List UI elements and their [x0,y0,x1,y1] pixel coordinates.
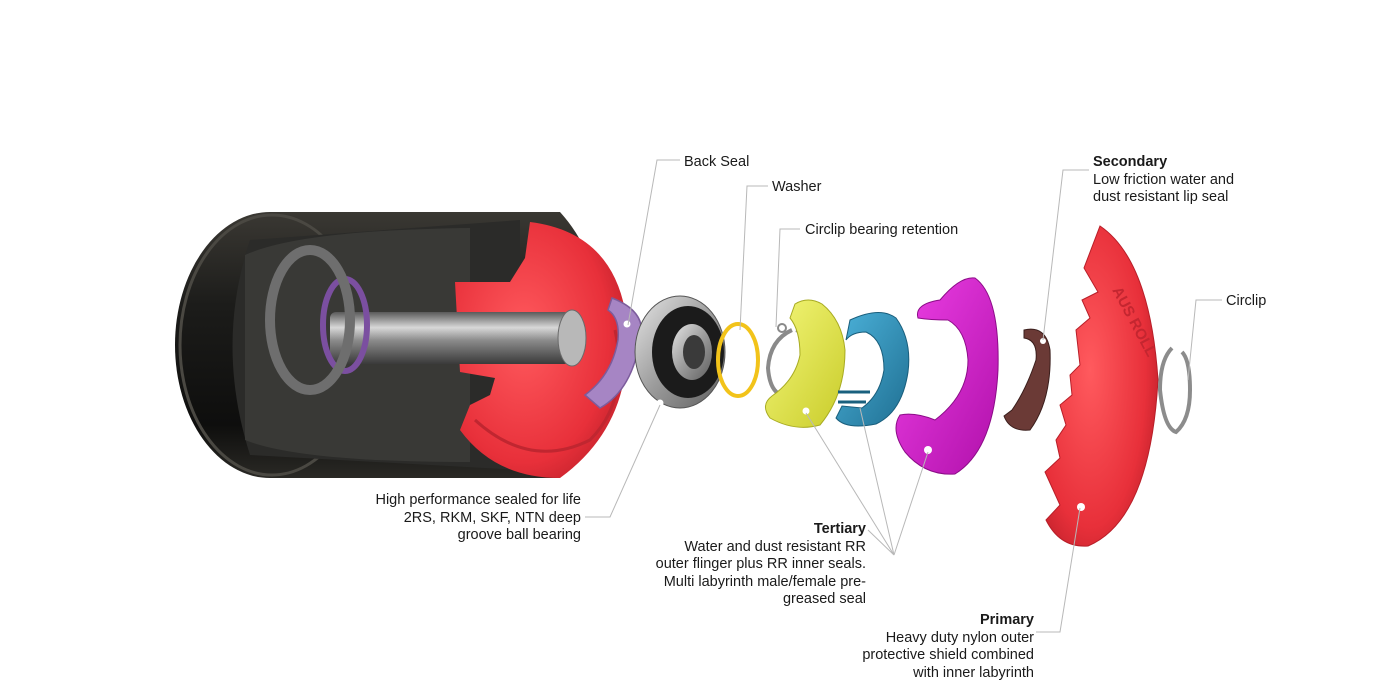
tertiary-line: greased seal [782,591,866,607]
leader-bearing [585,404,661,518]
bearing-line: High performance sealed for life [375,492,581,508]
label-primary: Primary Heavy duty nylon outer protectiv… [862,612,1034,682]
circlip-retention-eye [777,323,787,333]
shaft [330,312,570,364]
leader-primary [1036,507,1081,633]
magenta-seal-marker-dot [924,446,932,454]
circlip-text: Circlip [1226,293,1267,309]
primary-shield-marker-dot [1077,503,1085,511]
secondary-seal-marker-dot [1040,338,1046,344]
tertiary-line: Water and dust resistant RR [684,538,866,555]
primary-line: with inner labyrinth [913,664,1034,681]
label-circlip: Circlip [1226,293,1266,311]
primary-line: Heavy duty nylon outer [885,629,1034,646]
circlip-retention-text: Circlip bearing retention [805,222,959,238]
secondary-lip-seal [1003,328,1051,431]
label-secondary: Secondary Low friction water and dust re… [1093,154,1234,207]
tertiary-line: outer flinger plus RR inner seals. [655,556,866,572]
primary-title: Primary [979,612,1034,628]
roller-assembly [175,212,628,478]
ball-bearing [634,295,726,409]
secondary-line: Low friction water and [1093,171,1235,188]
secondary-line: dust resistant lip seal [1093,189,1229,205]
label-tertiary: Tertiary Water and dust resistant RR out… [656,521,866,609]
blue-flinger-labyrinth [838,390,870,404]
inner-bearing [265,245,355,395]
label-bearing: High performance sealed for life 2RS, RK… [375,492,581,545]
label-circlip-retention: Circlip bearing retention [805,222,958,240]
tertiary-line: Multi labyrinth male/female pre- [663,573,866,590]
leader-lines [585,159,1222,633]
back-seal-text: Back Seal [684,154,750,170]
bearing-line: groove ball bearing [457,527,581,543]
secondary-title: Secondary [1093,154,1168,170]
tertiary-magenta-seal [895,277,999,475]
bearing-line: 2RS, RKM, SKF, NTN deep [403,509,581,526]
primary-line: protective shield combined [862,647,1034,663]
leader-tertiary [805,407,929,556]
tertiary-blue-flinger [835,312,910,427]
washer [716,322,760,398]
bearing-marker-dot [656,399,664,407]
back-seal-hole [623,320,631,328]
primary-nylon-shield: AUS ROLL [1044,225,1159,547]
shaft-end [557,309,587,367]
leader-circlip [1187,299,1222,381]
tertiary-yellow-seal [765,299,846,428]
label-back-seal: Back Seal [684,154,749,172]
tertiary-title: Tertiary [813,521,866,537]
leader-back-seal [627,159,680,326]
leader-washer [739,185,768,331]
leader-circlip-retention [775,228,800,328]
washer-text: Washer [772,179,822,195]
end-circlip [1157,346,1193,435]
yellow-seal-marker-dot [802,407,810,415]
label-washer: Washer [772,179,821,197]
leader-secondary [1042,169,1089,341]
